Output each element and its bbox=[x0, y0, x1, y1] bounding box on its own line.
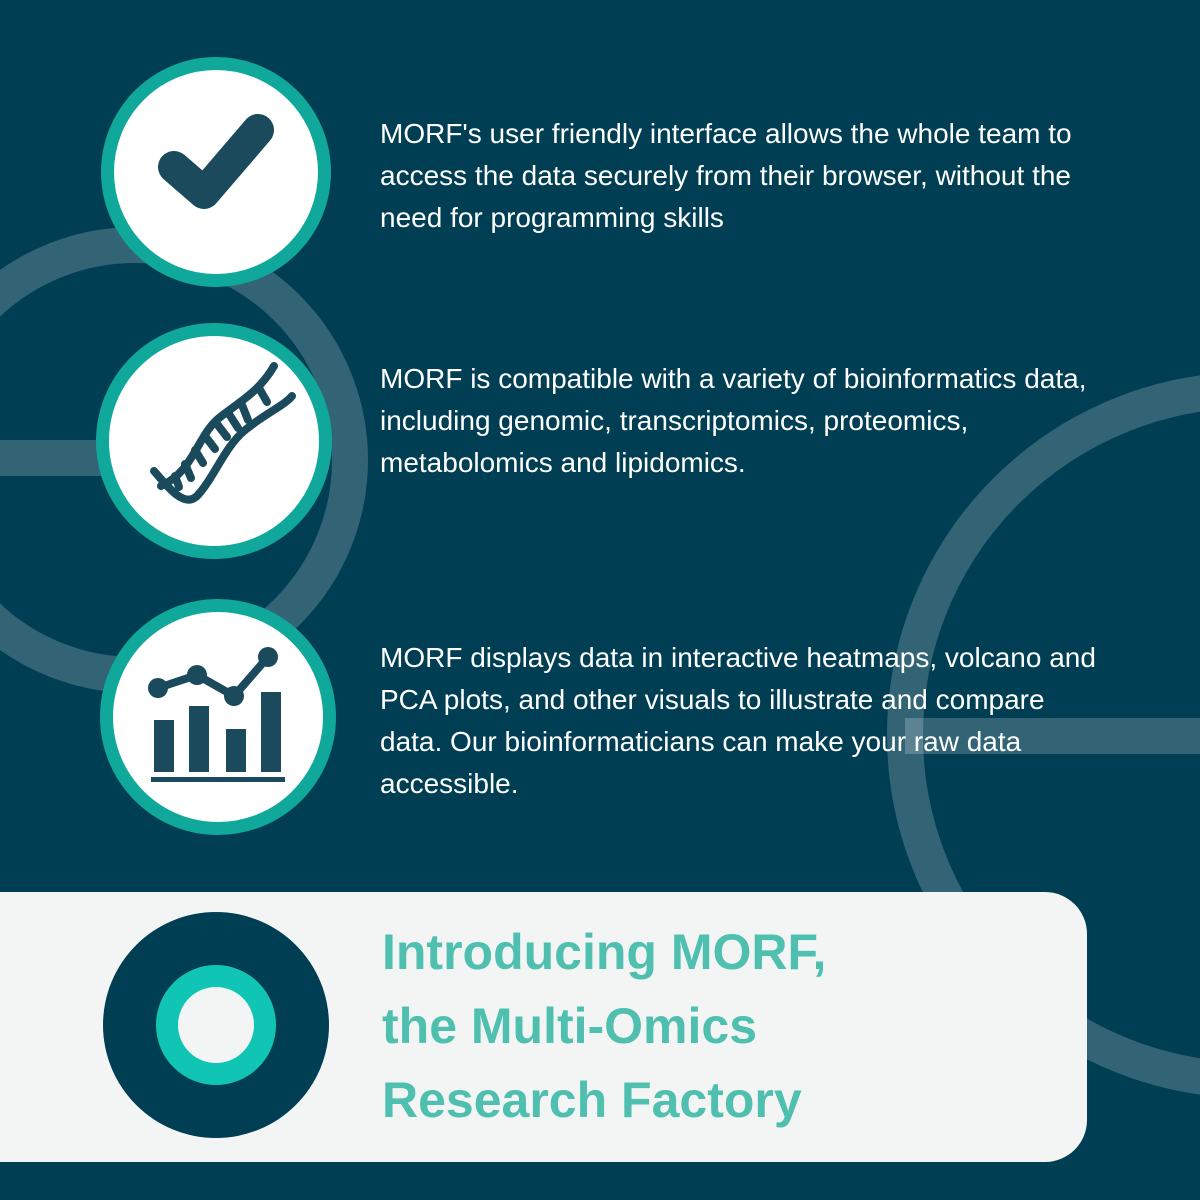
feature-icon-circle-data-types bbox=[96, 323, 332, 559]
feature-text-secure-access: MORF's user friendly interface allows th… bbox=[380, 118, 1072, 233]
checkmark-icon bbox=[158, 114, 274, 209]
dna-helix-icon bbox=[150, 362, 296, 504]
feature-text-visualization: MORF displays data in interactive heatma… bbox=[380, 642, 1096, 799]
feature-text-data-types: MORF is compatible with a variety of bio… bbox=[380, 363, 1087, 478]
feature-icon-circle-secure-access bbox=[101, 57, 331, 287]
footer-title: Introducing MORF, the Multi-Omics Resear… bbox=[382, 915, 1072, 1137]
feature-icon-circle-visualization bbox=[100, 599, 336, 835]
bar-line-chart-icon bbox=[148, 647, 285, 782]
morf-logo-icon bbox=[103, 912, 329, 1138]
footer-title-line-3: Research Factory bbox=[382, 1072, 802, 1128]
footer-title-line-2: the Multi-Omics bbox=[382, 998, 758, 1054]
footer-title-line-1: Introducing MORF, bbox=[382, 924, 827, 980]
